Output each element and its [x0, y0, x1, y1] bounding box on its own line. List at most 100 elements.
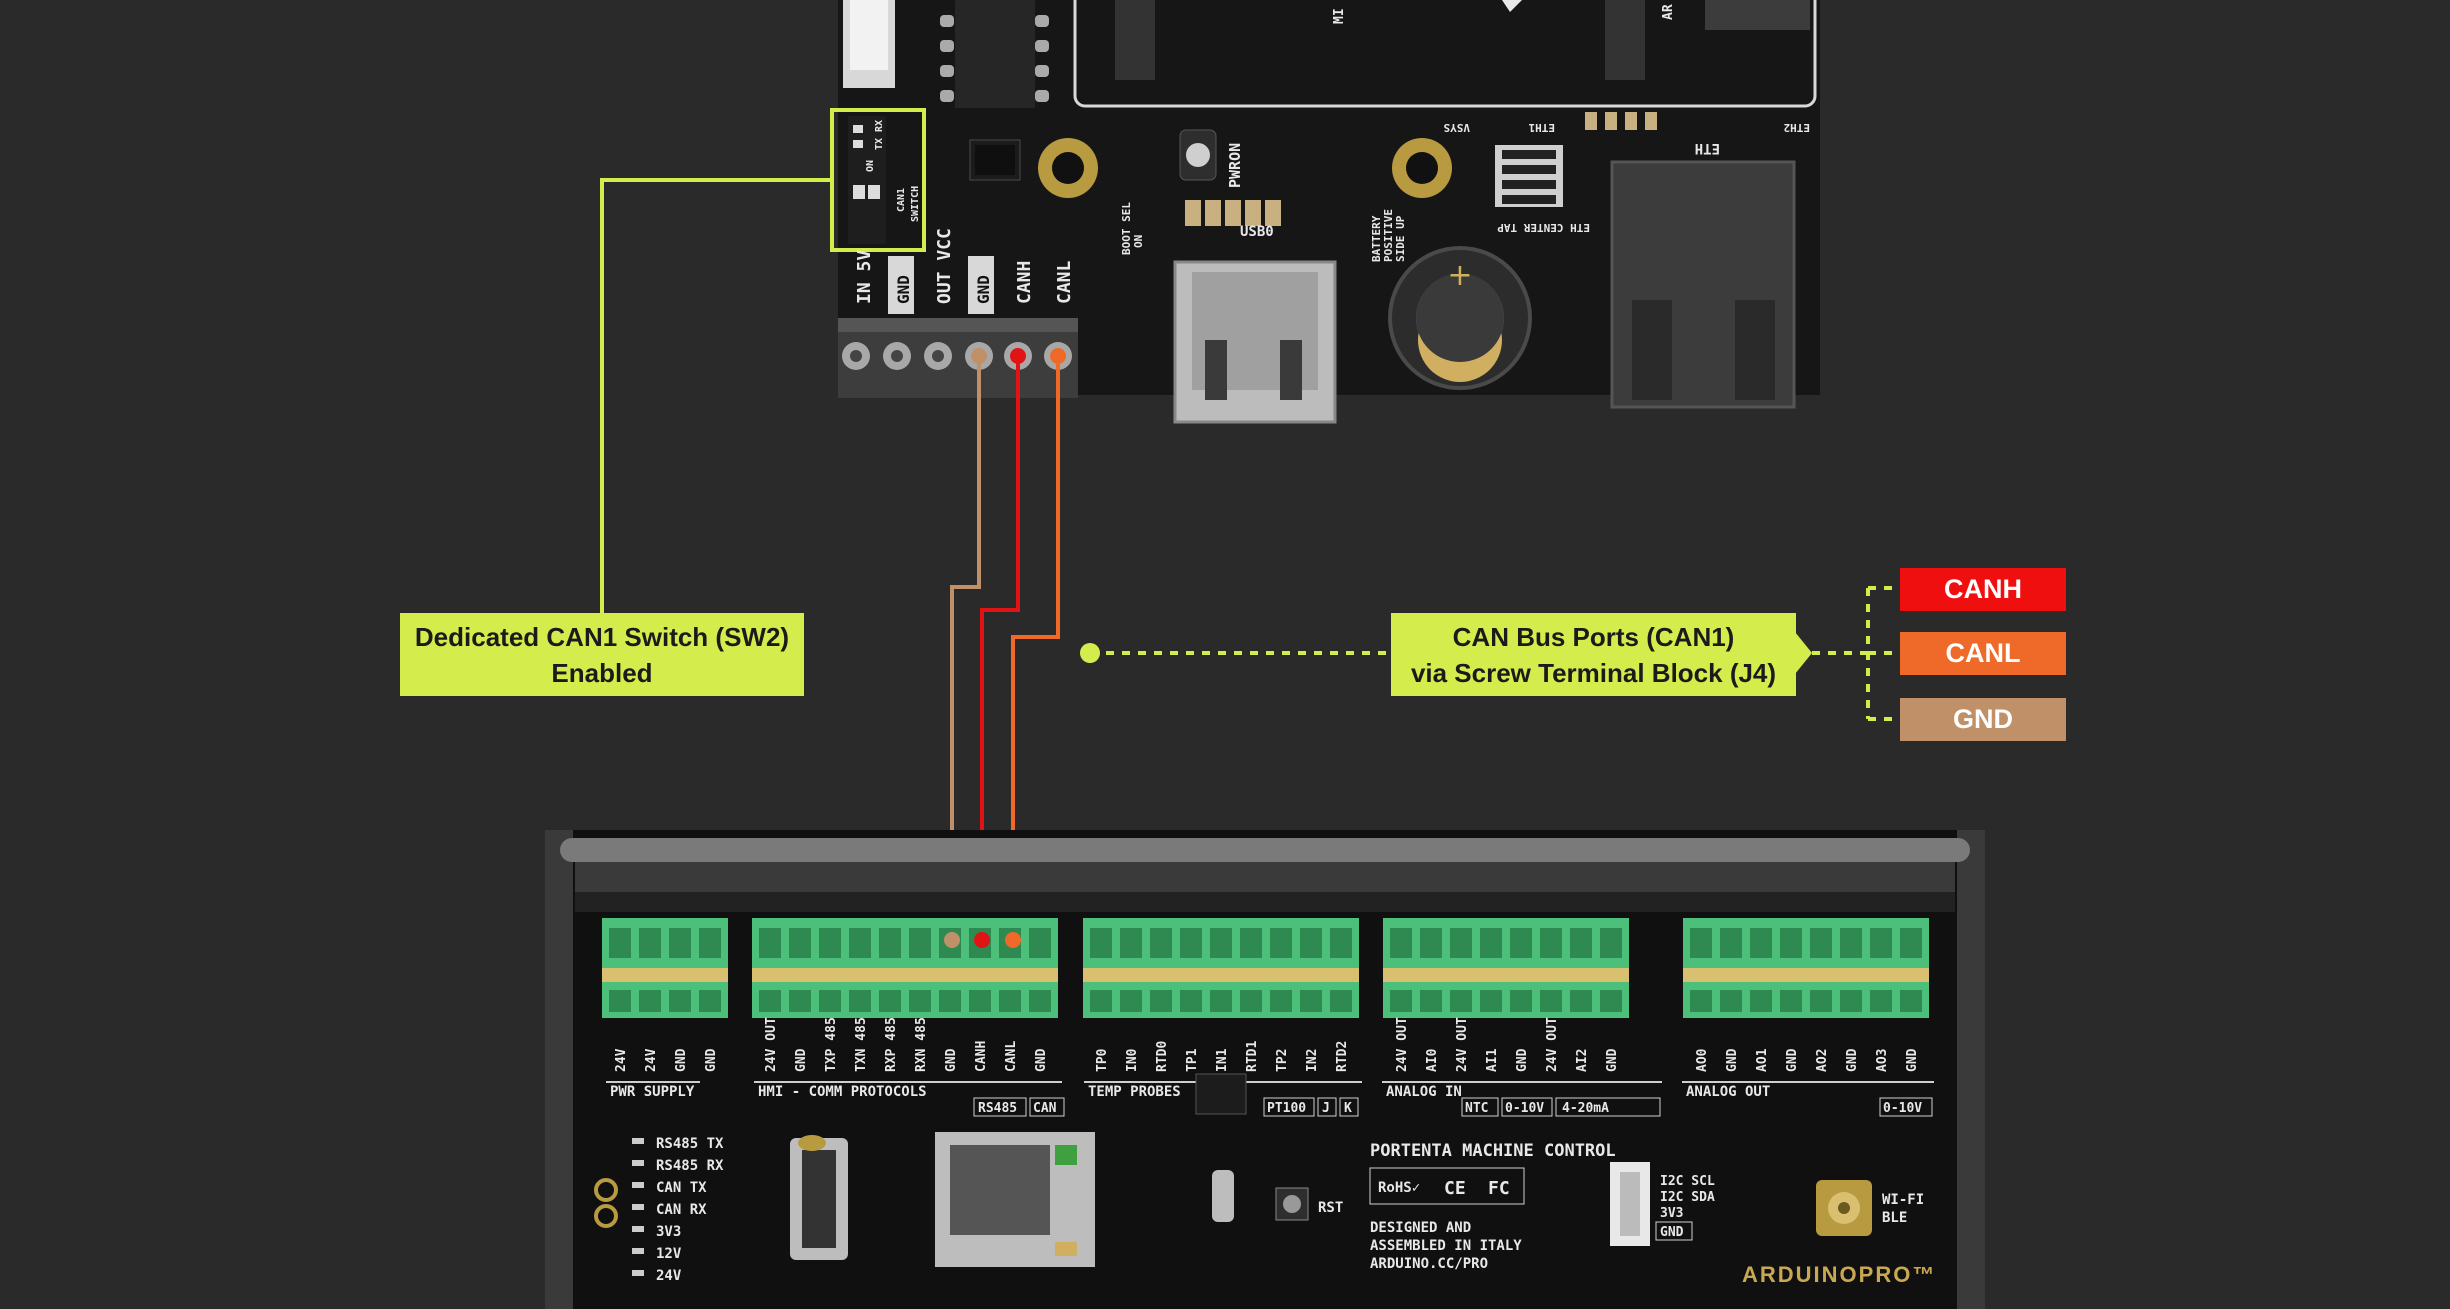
terminal-label-ain-7: GND [1605, 1048, 1620, 1072]
terminal-label-aout-6: AO3 [1875, 1049, 1890, 1072]
ble-label: BLE [1882, 1210, 1907, 1226]
legend-canh-label: CANH [1944, 574, 2022, 604]
terminal-label-hmi-6: GND [944, 1048, 959, 1072]
tag-4-20ma: 4-20mA [1562, 1101, 1609, 1116]
terminal-label-hmi-3: TXN 485 [854, 1017, 869, 1072]
can-ports-callout-line1: CAN Bus Ports (CAN1) [1452, 621, 1735, 652]
terminal-slot [699, 928, 721, 958]
can1-switch-callout: Dedicated CAN1 Switch (SW2) Enabled [400, 613, 804, 696]
terminal-slot [1540, 928, 1562, 958]
terminal-slot [1390, 928, 1412, 958]
terminal-label-ain-4: GND [1515, 1048, 1530, 1072]
terminal-block-ain [1383, 918, 1629, 1018]
wire-canl [1011, 356, 1060, 940]
section-label-analog-in: ANALOG IN [1386, 1084, 1462, 1100]
terminal-slot [1810, 928, 1832, 958]
tag-aout-0-10v: 0-10V [1883, 1101, 1922, 1116]
j4-label-gnd2: GND [974, 275, 993, 304]
terminal-label-ain-3: AI1 [1485, 1048, 1500, 1072]
wifi-label: WI-FI [1882, 1192, 1924, 1208]
terminal-label-aout-1: GND [1725, 1048, 1740, 1072]
wire-canh [980, 356, 1020, 940]
positive-label: POSITIVE [1382, 209, 1395, 262]
legend-canl: CANL [1900, 632, 2066, 675]
eth-label: ETH [1695, 140, 1720, 156]
terminal-block-hmi [752, 918, 1058, 1018]
module-outline [1073, 0, 1817, 108]
terminal-slot [909, 928, 931, 958]
tag-k: K [1344, 1101, 1352, 1116]
terminal-label-aout-2: AO1 [1755, 1048, 1770, 1072]
cert-rohs: RoHS✓ [1378, 1180, 1420, 1196]
terminal-label-aout-0: AO0 [1695, 1048, 1710, 1072]
status-leds: RS485 TX RS485 RX CAN TX CAN RX 3V3 12V … [632, 1136, 724, 1284]
side-up-label: SIDE UP [1394, 215, 1407, 262]
j4-label-in5v: IN 5V [854, 250, 875, 304]
switch-switch-label: SWITCH [910, 186, 921, 222]
wire-gnd [950, 356, 981, 940]
terminal-block-temp [1083, 918, 1359, 1018]
led-label-rs485-tx: RS485 TX [656, 1136, 724, 1152]
module-label-ar: AR [1661, 4, 1676, 20]
legend-gnd-label: GND [1953, 704, 2013, 734]
vsys-label: VSYS [1444, 121, 1471, 134]
led-label-can-tx: CAN TX [656, 1180, 707, 1196]
terminal-label-pwr-0: 24V [614, 1048, 629, 1072]
eth2-label: ETH2 [1784, 121, 1811, 134]
designed-line-2: ASSEMBLED IN ITALY [1370, 1238, 1522, 1254]
terminal-block-pwr [602, 918, 728, 1018]
terminal-slot [1240, 928, 1262, 958]
i2c-scl-label: I2C SCL [1660, 1174, 1715, 1189]
i2c-3v3-label: 3V3 [1660, 1206, 1683, 1221]
switch-leader-line [600, 178, 832, 615]
terminal-slot [1600, 928, 1622, 958]
terminal-label-temp-3: TP1 [1185, 1048, 1200, 1072]
terminal-label-aout-3: GND [1785, 1048, 1800, 1072]
cert-ce: CE [1444, 1178, 1466, 1199]
legend-canl-label: CANL [1945, 638, 2021, 668]
j4-label-outvcc: OUT VCC [934, 228, 955, 304]
terminal-slot [1900, 928, 1922, 958]
terminal-label-aout-5: GND [1845, 1048, 1860, 1072]
designed-line-1: DESIGNED AND [1370, 1220, 1471, 1236]
terminal-slot [1870, 928, 1892, 958]
i2c-sda-label: I2C SDA [1660, 1190, 1715, 1205]
terminal-label-ain-5: 24V OUT [1545, 1017, 1560, 1072]
arduino-logo [594, 1178, 618, 1228]
rst-label: RST [1318, 1200, 1343, 1216]
battery-label: BATTERY [1370, 215, 1383, 262]
legend-gnd: GND [1900, 698, 2066, 741]
arduinopro-brand: ARDUINOPRO™ [1742, 1262, 1936, 1287]
terminal-slot [1840, 928, 1862, 958]
terminal-slot [1120, 928, 1142, 958]
carrier-board: MI AR TX RX ON CAN1 SWITCH PWRON BOOT SE… [830, 0, 1820, 424]
section-label-pwr-supply: PWR SUPPLY [610, 1084, 695, 1100]
terminal-label-temp-6: TP2 [1275, 1049, 1290, 1072]
terminal-slot [1420, 928, 1442, 958]
terminal-label-hmi-1: GND [794, 1048, 809, 1072]
terminal-label-temp-7: IN2 [1305, 1049, 1320, 1072]
can-ports-callout-line2: via Screw Terminal Block (J4) [1410, 657, 1777, 688]
i2c-gnd-label: GND [1660, 1225, 1684, 1240]
tag-rs485: RS485 [978, 1101, 1017, 1116]
switch-tx-label: TX [874, 138, 885, 150]
terminal-slot [1510, 928, 1532, 958]
led-label-rs485-rx: RS485 RX [656, 1158, 724, 1174]
terminal-slot [1210, 928, 1232, 958]
section-label-analog-out: ANALOG OUT [1686, 1084, 1770, 1100]
pmc-title: PORTENTA MACHINE CONTROL [1370, 1141, 1616, 1161]
terminal-label-hmi-4: RXP 485 [884, 1017, 899, 1072]
terminal-label-ain-6: AI2 [1575, 1049, 1590, 1072]
can1-switch [848, 116, 886, 244]
switch-on-label: ON [865, 160, 876, 172]
terminal-slot [759, 928, 781, 958]
terminal-label-hmi-8: CANL [1004, 1041, 1019, 1072]
terminal-label-temp-1: IN0 [1125, 1048, 1140, 1072]
cert-fc: FC [1488, 1178, 1510, 1199]
terminal-label-temp-8: RTD2 [1335, 1041, 1350, 1072]
tag-ntc: NTC [1465, 1101, 1488, 1116]
terminal-label-temp-4: IN1 [1215, 1048, 1230, 1072]
j4-label-canl: CANL [1054, 260, 1075, 304]
terminal-slot [849, 928, 871, 958]
